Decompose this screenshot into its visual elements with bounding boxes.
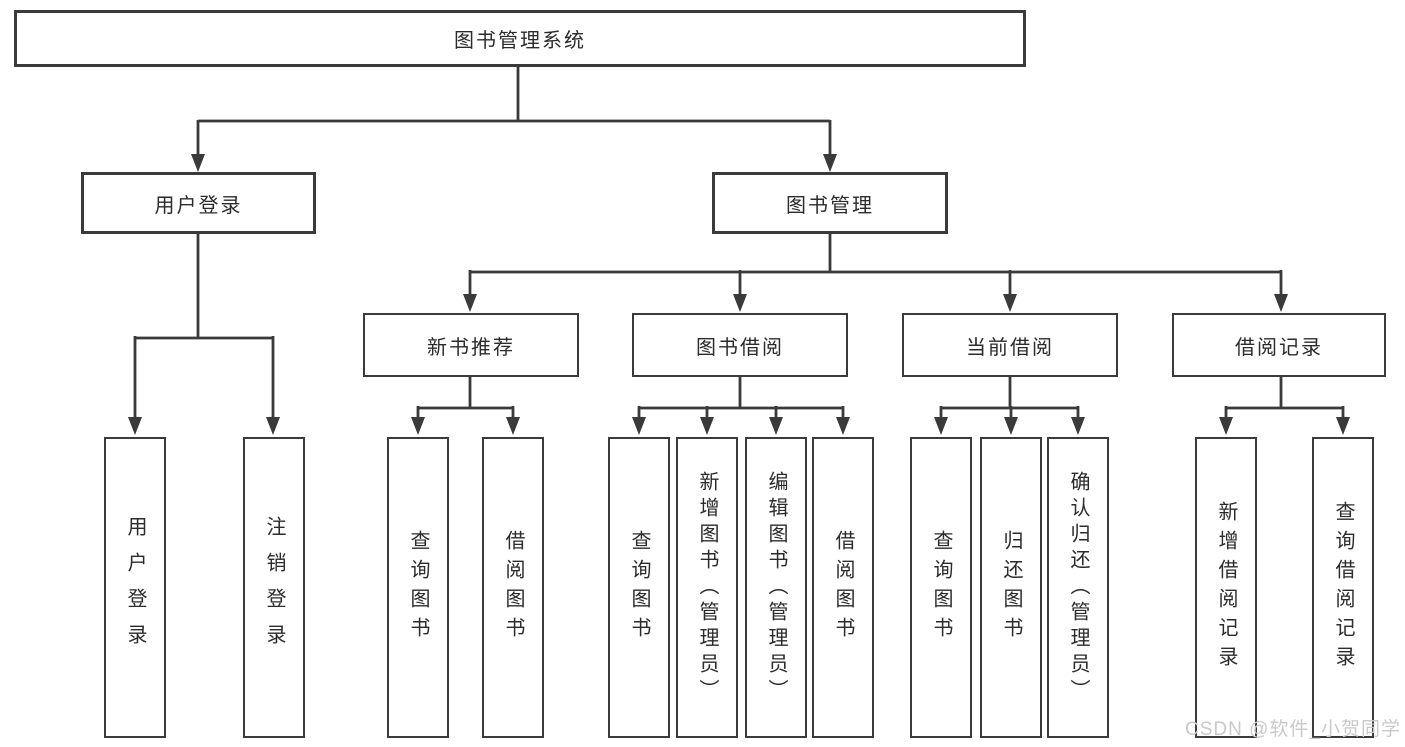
arrowhead bbox=[506, 417, 520, 435]
node-label: 当前借阅 bbox=[966, 336, 1054, 359]
leaf-current-return-books: 归还图书 bbox=[980, 437, 1042, 738]
leaf-label: 查询图书 bbox=[930, 529, 952, 646]
arrowhead bbox=[632, 417, 646, 435]
leaf-logout: 注销登录 bbox=[243, 437, 305, 738]
leaf-label: 用户登录 bbox=[124, 515, 146, 660]
arrowhead bbox=[1003, 294, 1017, 312]
node-library-management-system: 图书管理系统 bbox=[14, 10, 1026, 67]
leaf-label: 确认归还（管理员） bbox=[1067, 470, 1089, 705]
node-label: 借阅记录 bbox=[1235, 336, 1323, 359]
arrowhead bbox=[733, 294, 747, 312]
node-book-borrowing: 图书借阅 bbox=[632, 313, 848, 377]
arrowhead bbox=[823, 154, 837, 172]
leaf-label: 编辑图书（管理员） bbox=[765, 470, 787, 705]
leaf-label: 查询图书 bbox=[407, 529, 429, 646]
node-label: 新书推荐 bbox=[427, 336, 515, 359]
node-label: 图书管理系统 bbox=[454, 30, 586, 52]
leaf-current-confirm-return-admin: 确认归还（管理员） bbox=[1047, 437, 1109, 738]
leaf-label: 借阅图书 bbox=[502, 529, 524, 646]
leaf-label: 新增图书（管理员） bbox=[696, 470, 718, 705]
arrowhead bbox=[411, 417, 425, 435]
leaf-newbooks-query-books: 查询图书 bbox=[387, 437, 449, 738]
node-new-book-recommendation: 新书推荐 bbox=[363, 313, 579, 377]
tree-connector-path bbox=[133, 67, 1345, 419]
arrowhead bbox=[700, 417, 714, 435]
arrowhead bbox=[1219, 417, 1233, 435]
arrowhead bbox=[128, 417, 142, 435]
arrowhead bbox=[769, 417, 783, 435]
node-borrowing-records: 借阅记录 bbox=[1172, 313, 1386, 377]
node-label: 图书管理 bbox=[786, 194, 874, 217]
leaf-label: 查询借阅记录 bbox=[1332, 500, 1354, 675]
arrowhead bbox=[934, 417, 948, 435]
arrowhead bbox=[1336, 417, 1350, 435]
arrowhead bbox=[463, 294, 477, 312]
leaf-current-query-books: 查询图书 bbox=[910, 437, 972, 738]
leaf-records-add-record: 新增借阅记录 bbox=[1195, 437, 1257, 738]
arrowhead bbox=[836, 417, 850, 435]
leaf-label: 归还图书 bbox=[1000, 529, 1022, 646]
node-label: 用户登录 bbox=[154, 194, 243, 217]
node-user-login: 用户登录 bbox=[81, 172, 316, 234]
leaf-label: 查询图书 bbox=[628, 529, 650, 646]
leaf-label: 新增借阅记录 bbox=[1215, 500, 1237, 675]
node-book-management: 图书管理 bbox=[712, 172, 948, 234]
arrowhead bbox=[1004, 417, 1018, 435]
arrowhead bbox=[191, 154, 205, 172]
node-current-borrowing: 当前借阅 bbox=[902, 313, 1118, 377]
arrowhead bbox=[266, 417, 280, 435]
arrowhead bbox=[1274, 294, 1288, 312]
arrowhead bbox=[1071, 417, 1085, 435]
leaf-borrowing-query-books: 查询图书 bbox=[608, 437, 670, 738]
leaf-records-query-record: 查询借阅记录 bbox=[1312, 437, 1374, 738]
leaf-borrowing-add-books-admin: 新增图书（管理员） bbox=[676, 437, 738, 738]
leaf-borrowing-edit-books-admin: 编辑图书（管理员） bbox=[745, 437, 807, 738]
leaf-newbooks-borrow-books: 借阅图书 bbox=[482, 437, 544, 738]
leaf-user-login: 用户登录 bbox=[104, 437, 166, 738]
leaf-borrowing-borrow-books: 借阅图书 bbox=[812, 437, 874, 738]
csdn-watermark: CSDN @软件_小贺同学 bbox=[1185, 719, 1401, 740]
leaf-label: 借阅图书 bbox=[832, 529, 854, 646]
leaf-label: 注销登录 bbox=[263, 515, 285, 660]
node-label: 图书借阅 bbox=[696, 336, 784, 359]
